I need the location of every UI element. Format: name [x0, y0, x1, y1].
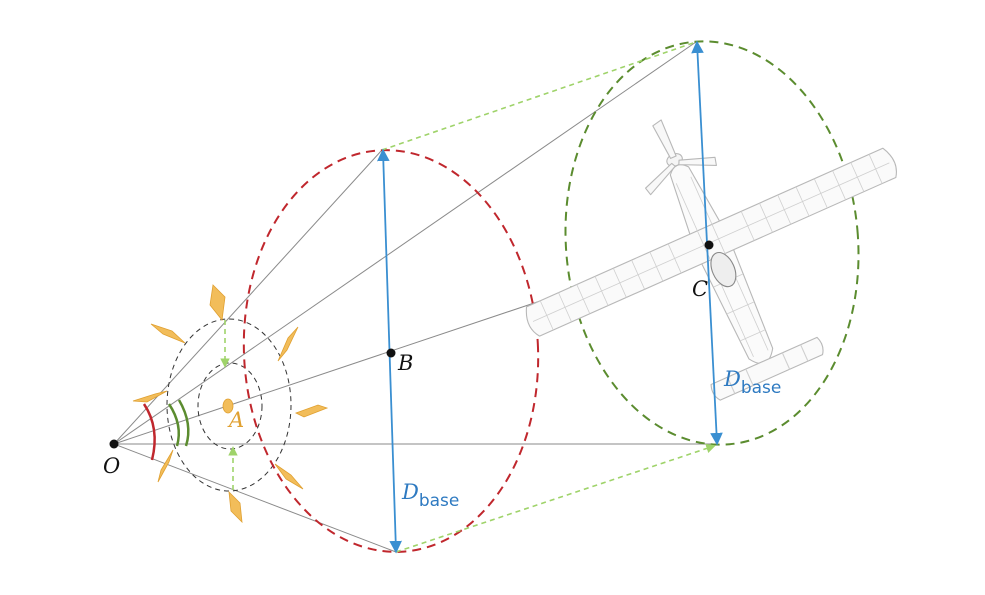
link-bottom	[395, 443, 716, 553]
points	[109, 240, 714, 449]
label-C: C	[692, 277, 708, 301]
ray-bottom-red	[113, 443, 397, 553]
outer-dashed-circle	[166, 318, 292, 492]
label-O: O	[103, 454, 120, 478]
label-D-base-green: Dbase	[723, 367, 781, 398]
green-link-lines	[220, 41, 716, 553]
near-field-circles	[166, 318, 292, 492]
green-angle-arc-2	[177, 399, 190, 447]
label-A: A	[227, 408, 244, 432]
label-D-sub: base	[419, 491, 460, 511]
label-B: B	[397, 351, 413, 375]
rhombus-icon	[150, 323, 186, 344]
link-top	[381, 41, 697, 151]
ray-top-green	[113, 41, 697, 445]
red-angle-arc	[142, 403, 156, 461]
point-B	[386, 348, 396, 358]
rhombus-icon	[209, 284, 226, 321]
angle-arcs	[142, 399, 190, 461]
label-D-sub: base	[741, 378, 782, 398]
label-D-main: D	[723, 367, 741, 391]
green-dashed-ellipse	[564, 40, 860, 446]
rhombus-icon	[294, 404, 329, 418]
ray-top-red	[113, 149, 383, 445]
point-C	[704, 240, 714, 250]
rhombus-icon	[228, 490, 243, 524]
rhombus-icon	[157, 449, 174, 483]
point-O	[109, 439, 119, 449]
green-angle-arc-1	[167, 403, 180, 447]
rhombus-markers	[132, 284, 329, 524]
rhombus-icon	[274, 463, 304, 490]
point-A-marker	[222, 398, 234, 414]
label-D-base-red: Dbase	[401, 480, 459, 511]
rhombus-icon	[132, 390, 168, 403]
inner-dashed-circle	[197, 362, 263, 450]
label-D-main: D	[401, 480, 419, 504]
rhombus-icon	[277, 326, 299, 362]
